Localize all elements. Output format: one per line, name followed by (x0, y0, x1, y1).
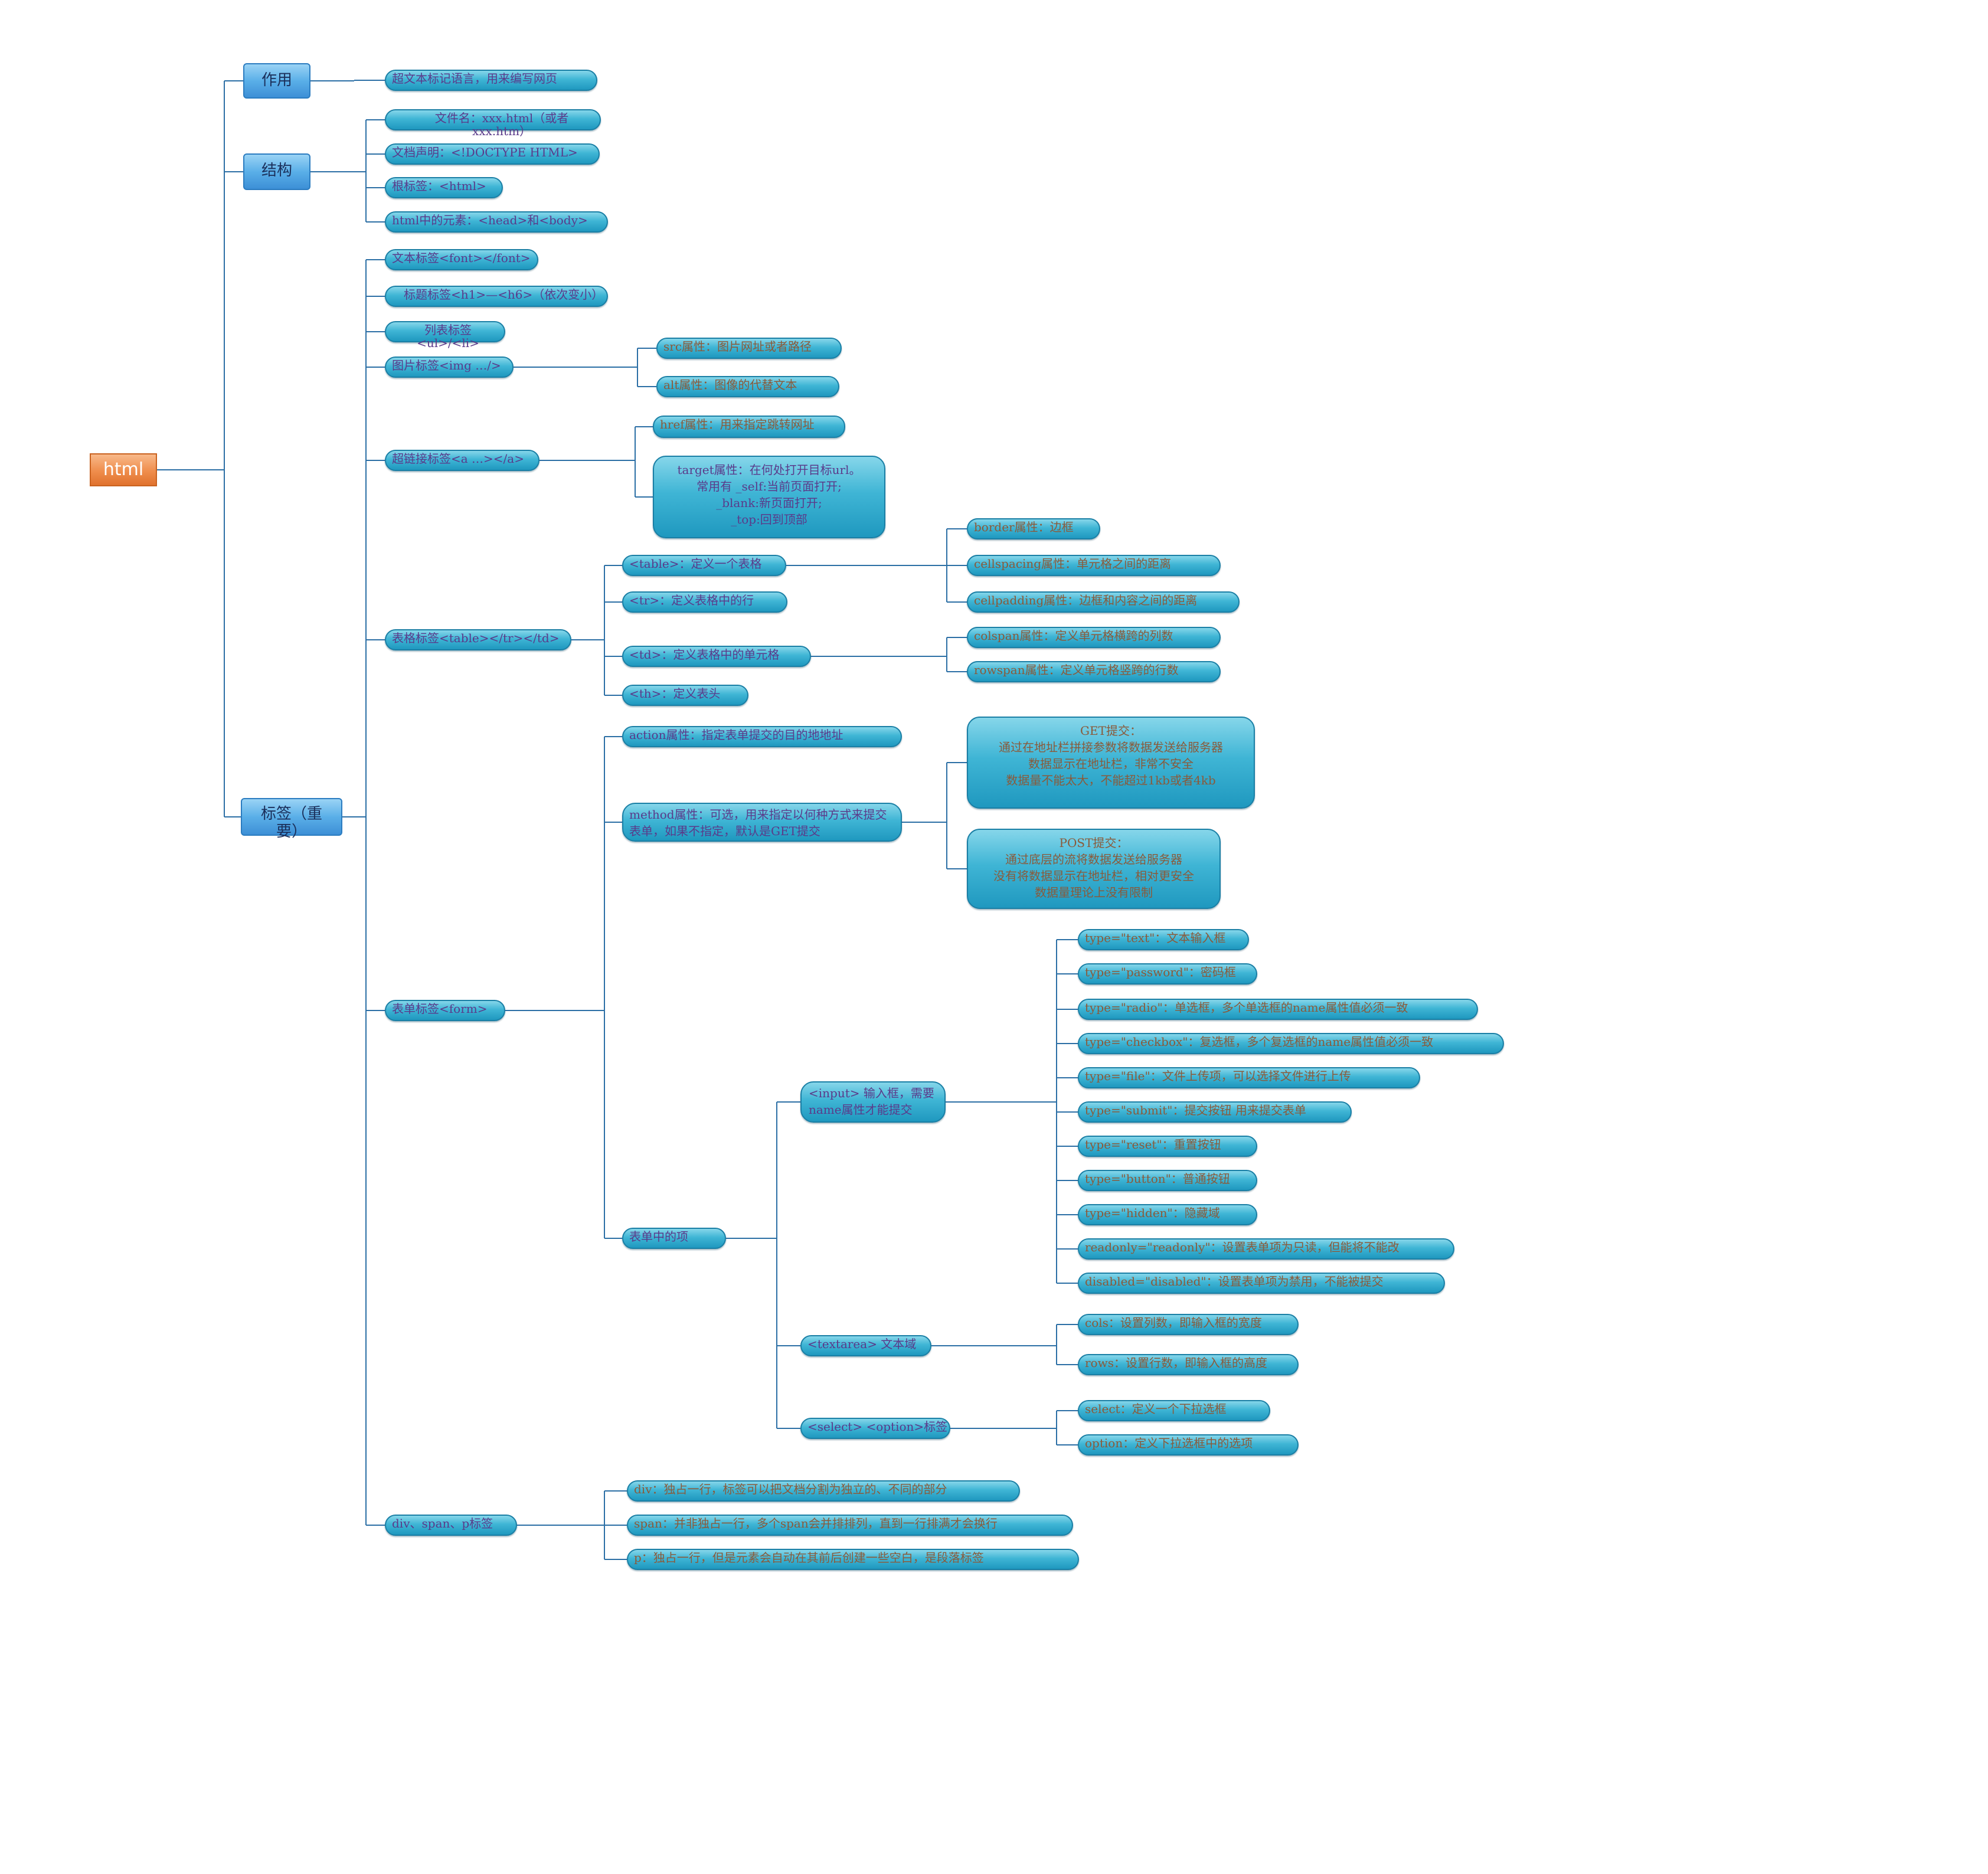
node-type-submit[interactable]: type="submit"：提交按钮 用来提交表单 (1078, 1101, 1352, 1123)
node-form-get[interactable]: GET提交： 通过在地址栏拼接参数将数据发送给服务器 数据显示在地址栏，非常不安… (967, 717, 1255, 809)
node-root-tag[interactable]: 根标签：<html> (385, 177, 503, 198)
node-type-file[interactable]: type="file"：文件上传项，可以选择文件进行上传 (1078, 1067, 1420, 1088)
node-font-tag[interactable]: 文本标签<font></font> (385, 249, 538, 270)
node-cellspacing-attr[interactable]: cellspacing属性：单元格之间的距离 (967, 555, 1221, 576)
node-span-desc[interactable]: span：并非独占一行，多个span会并排排列，直到一行排满才会换行 (627, 1515, 1073, 1536)
node-select-tag[interactable]: <select> <option>标签 (800, 1418, 950, 1439)
node-option-def[interactable]: option：定义下拉选框中的选项 (1078, 1434, 1299, 1456)
branch-jiegou[interactable]: 结构 (243, 153, 310, 190)
node-html-elements[interactable]: html中的元素：<head>和<body> (385, 211, 608, 233)
branch-zuoyong[interactable]: 作用 (243, 63, 310, 99)
node-readonly-attr[interactable]: readonly="readonly"：设置表单项为只读，但能将不能改 (1078, 1238, 1454, 1260)
node-disabled-attr[interactable]: disabled="disabled"：设置表单项为禁用，不能被提交 (1078, 1273, 1445, 1294)
node-select-def[interactable]: select：定义一个下拉选框 (1078, 1400, 1270, 1421)
node-link-tag[interactable]: 超链接标签<a …></a> (385, 450, 539, 471)
node-form-tag[interactable]: 表单标签<form> (385, 1000, 505, 1021)
node-p-desc[interactable]: p：独占一行，但是元素会自动在其前后创建一些空白，是段落标签 (627, 1549, 1079, 1570)
node-cellpadding-attr[interactable]: cellpadding属性：边框和内容之间的距离 (967, 591, 1240, 613)
node-border-attr[interactable]: border属性：边框 (967, 518, 1100, 539)
branch-biaoqian[interactable]: 标签（重要） (241, 798, 342, 840)
node-type-reset[interactable]: type="reset"：重置按钮 (1078, 1136, 1257, 1157)
node-form-action[interactable]: action属性：指定表单提交的目的地地址 (622, 726, 902, 747)
node-colspan-attr[interactable]: colspan属性：定义单元格横跨的列数 (967, 627, 1221, 648)
node-textarea-rows[interactable]: rows：设置行数，即输入框的高度 (1078, 1354, 1299, 1375)
node-doctype[interactable]: 文档声明：<!DOCTYPE HTML> (385, 143, 600, 165)
node-form-post[interactable]: POST提交： 通过底层的流将数据发送给服务器 没有将数据显示在地址栏，相对更安… (967, 829, 1221, 909)
node-td-def[interactable]: <td>：定义表格中的单元格 (622, 646, 811, 667)
node-rowspan-attr[interactable]: rowspan属性：定义单元格竖跨的行数 (967, 661, 1221, 682)
node-filename[interactable]: 文件名：xxx.html（或者xxx.htm） (385, 109, 601, 138)
node-form-method[interactable]: method属性：可选，用来指定以何种方式来提交表单，如果不指定，默认是GET提… (622, 803, 902, 842)
node-textarea-tag[interactable]: <textarea> 文本域 (800, 1335, 931, 1356)
node-table-tag[interactable]: 表格标签<table></tr></td> (385, 629, 571, 650)
root-node-html[interactable]: html (90, 453, 157, 486)
node-img-src[interactable]: src属性：图片网址或者路径 (656, 338, 842, 359)
node-zuoyong-desc[interactable]: 超文本标记语言，用来编写网页 (385, 70, 597, 91)
node-img-alt[interactable]: alt属性：图像的代替文本 (656, 376, 839, 397)
node-type-button[interactable]: type="button"：普通按钮 (1078, 1170, 1257, 1191)
node-link-href[interactable]: href属性：用来指定跳转网址 (653, 416, 845, 438)
node-input-tag[interactable]: <input> 输入框，需要name属性才能提交 (800, 1081, 946, 1123)
node-form-items[interactable]: 表单中的项 (622, 1228, 726, 1249)
node-link-target[interactable]: target属性：在何处打开目标url。 常用有 _self:当前页面打开; _… (653, 456, 885, 538)
node-type-radio[interactable]: type="radio"：单选框，多个单选框的name属性值必须一致 (1078, 999, 1478, 1020)
node-div-desc[interactable]: div：独占一行，标签可以把文档分割为独立的、不同的部分 (627, 1480, 1020, 1502)
node-th-def[interactable]: <th>：定义表头 (622, 685, 748, 706)
node-type-password[interactable]: type="password"：密码框 (1078, 963, 1257, 985)
node-divspan-tag[interactable]: div、span、p标签 (385, 1515, 517, 1536)
node-type-hidden[interactable]: type="hidden"：隐藏域 (1078, 1204, 1257, 1225)
node-img-tag[interactable]: 图片标签<img …/> (385, 357, 514, 378)
node-table-def[interactable]: <table>：定义一个表格 (622, 555, 786, 576)
node-type-checkbox[interactable]: type="checkbox"：复选框，多个复选框的name属性值必须一致 (1078, 1033, 1504, 1054)
node-heading-tag[interactable]: 标题标签<h1>—<h6>（依次变小） (385, 286, 608, 307)
node-list-tag[interactable]: 列表标签<ul>/<li> (385, 321, 505, 349)
node-tr-def[interactable]: <tr>：定义表格中的行 (622, 591, 787, 613)
node-textarea-cols[interactable]: cols：设置列数，即输入框的宽度 (1078, 1314, 1299, 1335)
node-type-text[interactable]: type="text"：文本输入框 (1078, 929, 1249, 950)
